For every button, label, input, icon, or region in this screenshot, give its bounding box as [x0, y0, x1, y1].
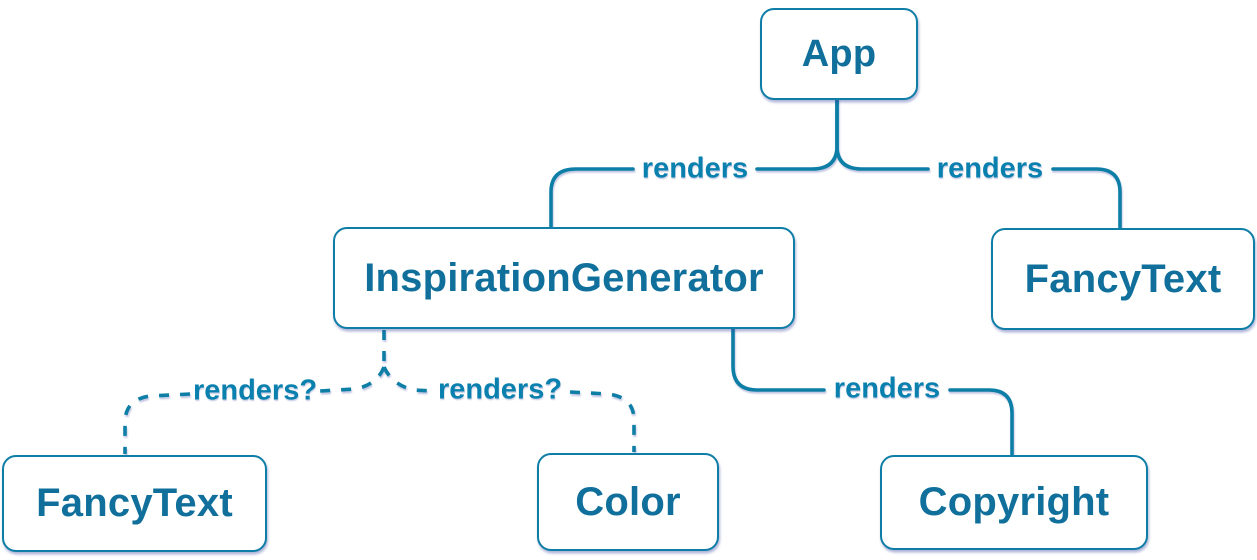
node-fancy-text-bottom-label: FancyText	[36, 481, 233, 525]
edge-inspirationgenerator-fancytext	[123, 366, 386, 454]
node-copyright-label: Copyright	[918, 480, 1110, 524]
edge-app-fancytext	[835, 98, 1122, 229]
edge-label-renders-left: renders	[641, 152, 749, 185]
node-color: Color	[537, 453, 719, 551]
edge-label-renders-question-left: renders?	[192, 374, 318, 407]
node-fancy-text-top-label: FancyText	[1024, 256, 1222, 301]
edge-label-renders-right: renders	[936, 152, 1044, 185]
edge-label-renders-copyright: renders	[833, 372, 941, 405]
node-fancy-text-bottom: FancyText	[2, 455, 267, 552]
node-inspiration-generator: InspirationGenerator	[333, 227, 795, 329]
node-color-label: Color	[575, 479, 681, 524]
node-copyright: Copyright	[880, 455, 1148, 550]
node-app-label: App	[801, 32, 877, 75]
edge-inspirationgenerator-color	[382, 366, 636, 452]
node-fancy-text-top: FancyText	[991, 228, 1255, 330]
edge-label-renders-question-right: renders?	[437, 373, 563, 406]
edge-inspirationgenerator-copyright	[731, 327, 1014, 456]
node-app: App	[760, 8, 918, 100]
node-inspiration-generator-label: InspirationGenerator	[364, 255, 764, 300]
